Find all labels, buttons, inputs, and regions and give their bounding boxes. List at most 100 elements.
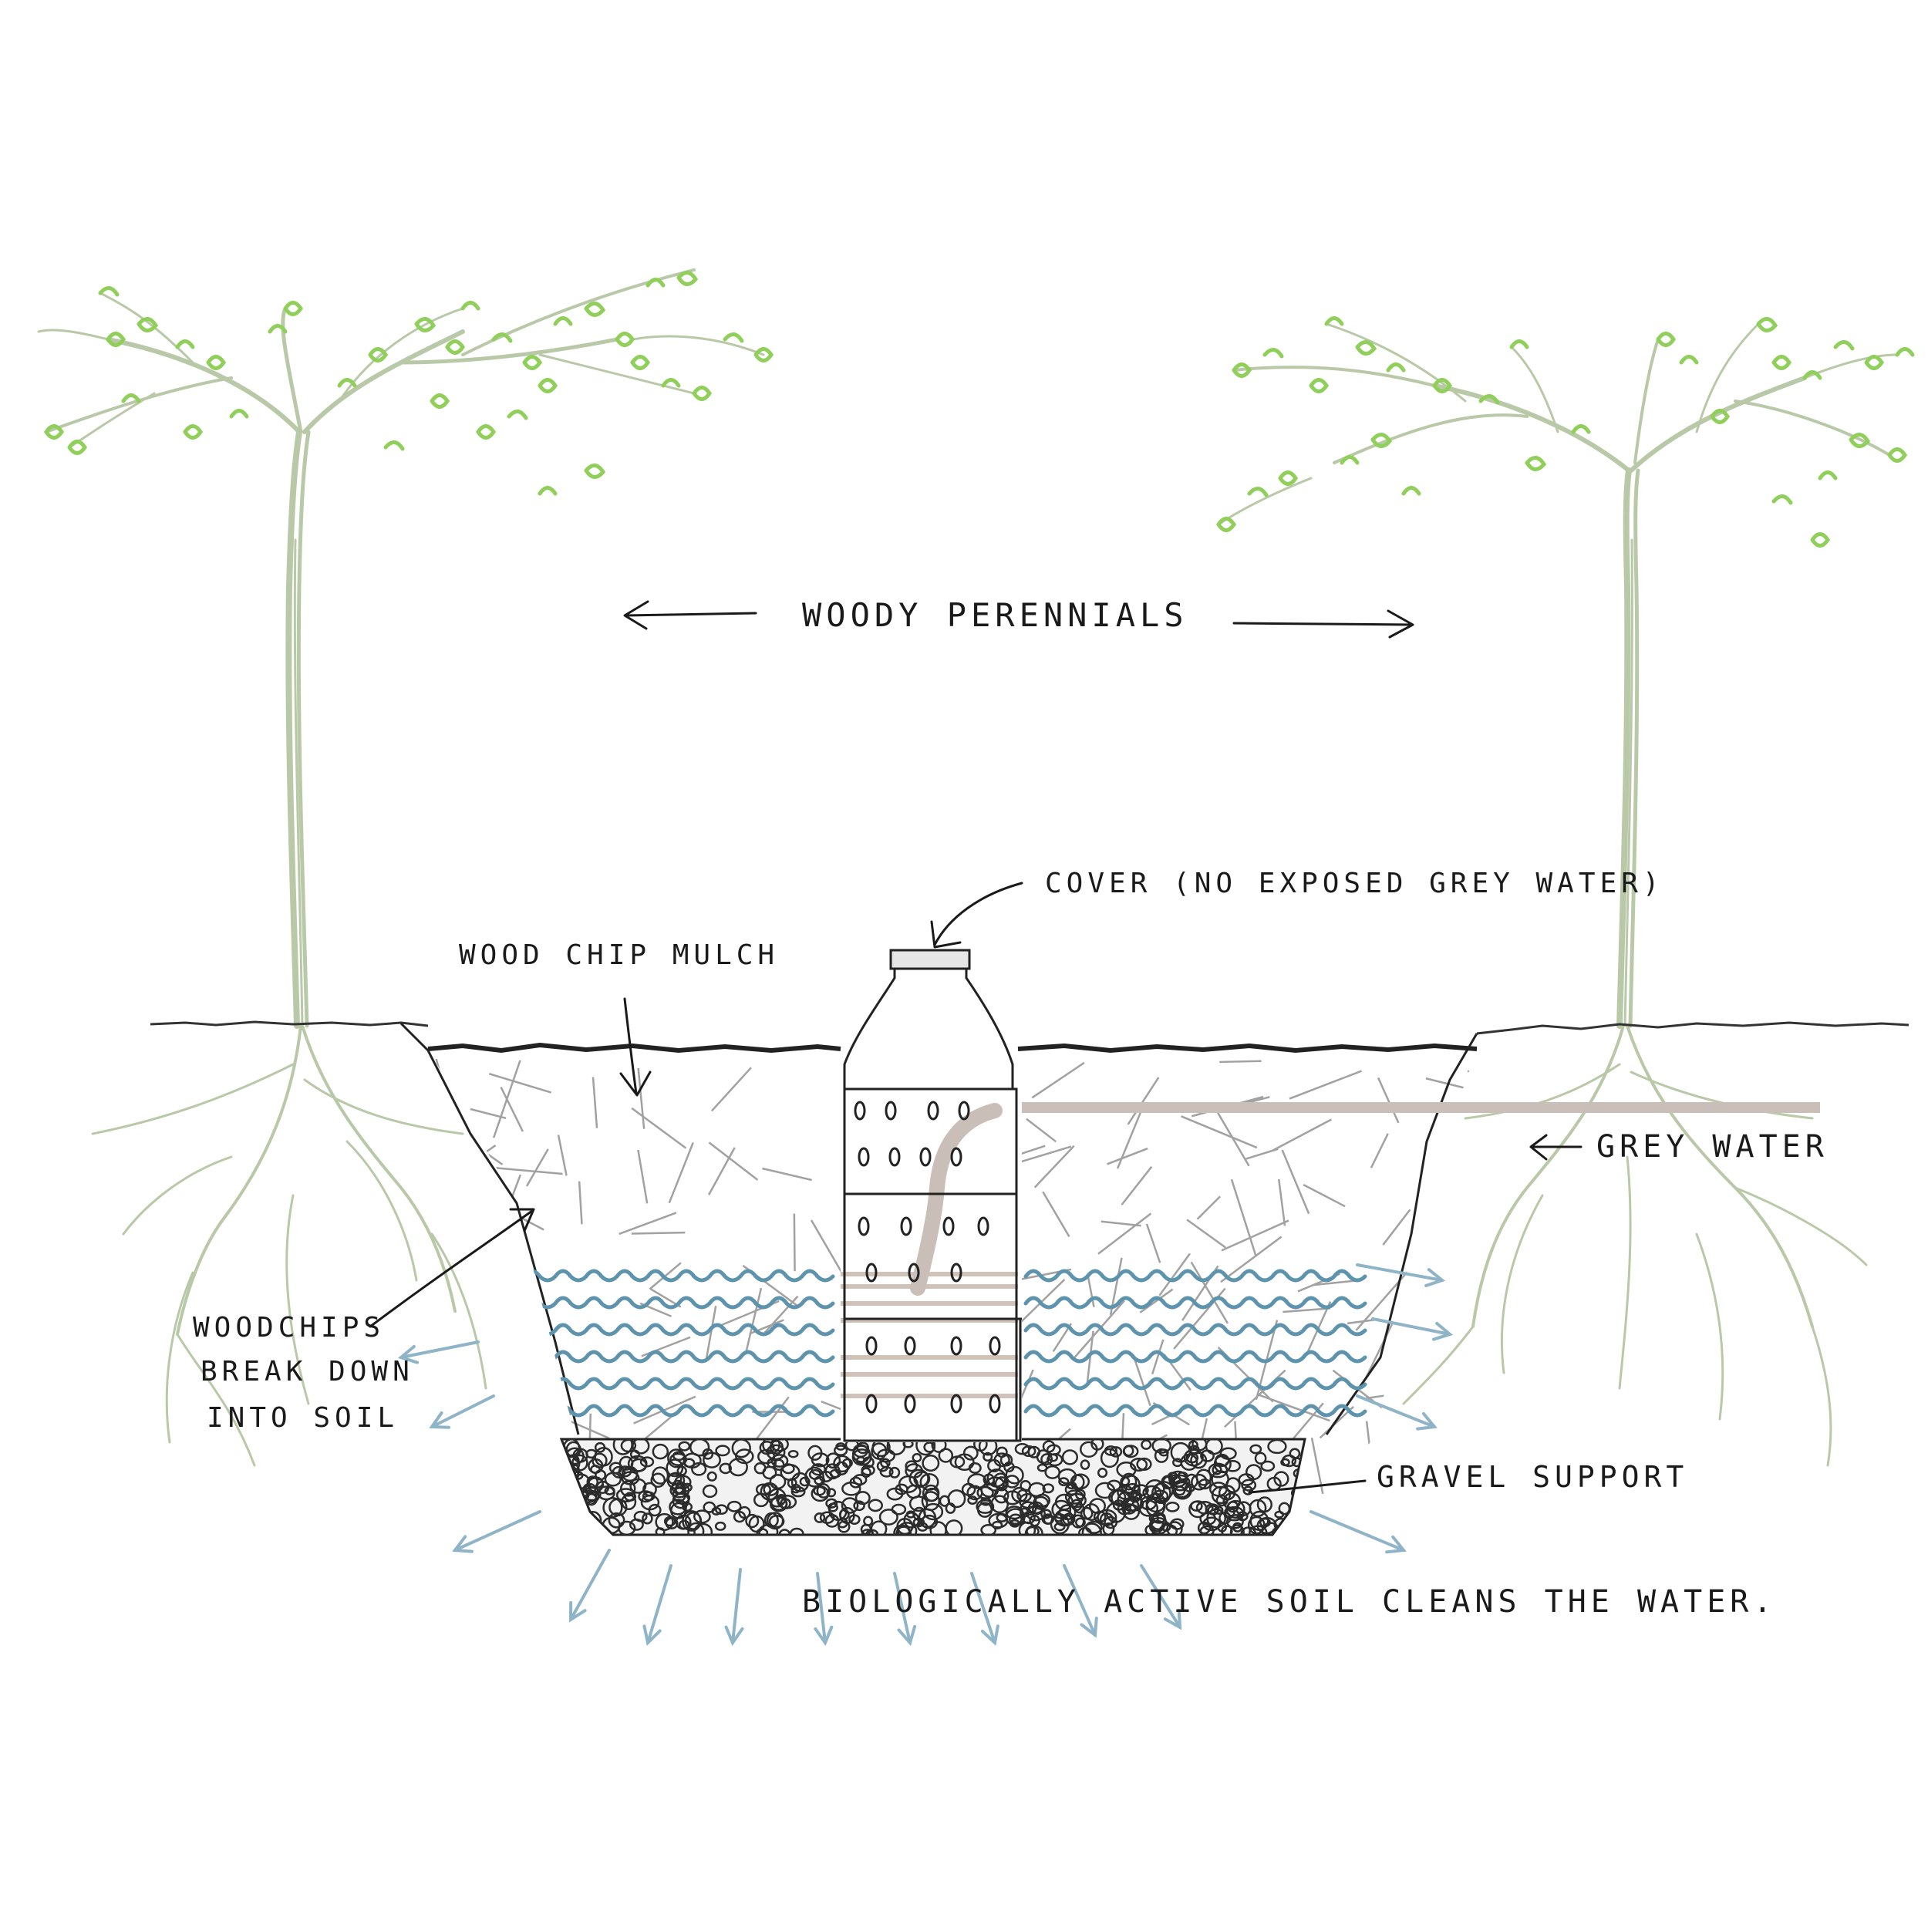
woodchip-stroke	[639, 1068, 644, 1129]
gravel-pebble	[574, 1510, 582, 1518]
woodchip-stroke	[1128, 1077, 1159, 1124]
label-woodchip-mulch: WOOD CHIP MULCH	[459, 939, 779, 971]
seepage-arrow	[455, 1512, 540, 1552]
gravel-pebble	[1284, 1521, 1297, 1534]
woodchip-stroke	[632, 1108, 686, 1148]
woodchip-stroke	[401, 1408, 435, 1482]
mulch-surface	[428, 1045, 1477, 1050]
seepage-arrow	[1311, 1512, 1404, 1552]
woodchip-stroke	[443, 1152, 473, 1159]
cover-arrow-icon	[932, 883, 1022, 947]
label-biological: BIOLOGICALLY ACTIVE SOIL CLEANS THE WATE…	[802, 1584, 1776, 1620]
woodchip-stroke	[487, 1167, 562, 1174]
water-wave	[524, 1352, 833, 1361]
woodchip-stroke	[712, 1067, 751, 1111]
arrow-right-icon	[1234, 611, 1413, 637]
gravel-pebble	[569, 1511, 578, 1519]
woodchip-stroke	[1453, 1307, 1472, 1368]
ground-line-left	[150, 1022, 428, 1026]
water-wave	[524, 1271, 833, 1280]
woodchip-stroke	[1383, 1209, 1410, 1245]
woodchip-stroke	[1026, 1119, 1056, 1141]
ground-line-right	[1477, 1023, 1909, 1033]
woodchip-stroke	[1279, 1179, 1285, 1226]
label-cover: COVER (NO EXPOSED GREY WATER)	[1045, 868, 1664, 899]
woodchip-stroke	[1454, 1141, 1469, 1177]
water-wave	[524, 1325, 833, 1334]
bottle-cover	[891, 950, 969, 969]
woodchip-stroke	[1426, 1360, 1461, 1387]
label-grey-water: GREY WATER	[1596, 1129, 1829, 1165]
woodchip-stroke	[1214, 1106, 1249, 1166]
label-gravel-support: GRAVEL SUPPORT	[1377, 1460, 1688, 1494]
gravel-pebble	[585, 1526, 594, 1532]
water-wave	[1026, 1271, 1365, 1280]
woodchip-stroke	[501, 1175, 521, 1225]
woodchip-stroke	[709, 1148, 735, 1195]
gravel-layer	[560, 1435, 1305, 1543]
seepage-arrow	[432, 1396, 494, 1428]
grey-water-arrow-icon	[1531, 1135, 1581, 1159]
woodchip-stroke	[1366, 1322, 1393, 1377]
gravel-pebble	[1291, 1505, 1302, 1514]
water-wave	[1026, 1379, 1365, 1388]
woodchip-stroke	[1366, 1392, 1411, 1398]
woodchip-stroke	[482, 1162, 493, 1219]
woodchip-stroke	[1197, 1196, 1220, 1219]
woodchip-stroke	[1272, 1119, 1331, 1150]
woodchip-stroke	[1289, 1071, 1362, 1099]
woodchip-stroke	[1181, 1116, 1257, 1148]
woodchip-stroke	[593, 1077, 597, 1128]
water-wave	[1026, 1325, 1365, 1334]
woodchip-stroke	[1404, 1365, 1434, 1419]
woodchip-stroke	[634, 1397, 696, 1424]
gravel-pebble	[562, 1485, 575, 1496]
pit-wall-right	[1326, 1033, 1477, 1435]
woodchip-stroke	[1018, 1147, 1071, 1163]
woodchip-stroke	[501, 1412, 575, 1440]
seepage-arrow	[571, 1550, 609, 1620]
woodchip-stroke	[476, 1337, 500, 1385]
woodchip-stroke	[811, 1220, 841, 1272]
woodchip-stroke	[1367, 1421, 1376, 1497]
water-wave	[524, 1298, 833, 1307]
gravel-pebble	[560, 1491, 575, 1506]
woodchip-stroke	[489, 1074, 551, 1092]
woodchip-stroke	[1303, 1185, 1345, 1206]
label-woodchips-line3: INTO SOIL	[207, 1402, 399, 1434]
woodchip-stroke	[1147, 1224, 1160, 1263]
woodchip-stroke	[1122, 1167, 1152, 1205]
woodchip-stroke	[1219, 1061, 1261, 1062]
gravel-pebble	[1295, 1530, 1305, 1539]
woodchip-stroke	[1283, 1308, 1330, 1312]
woodchip-stroke	[638, 1150, 647, 1203]
seepage-arrow	[1357, 1396, 1434, 1429]
woodchip-stroke	[1107, 1148, 1148, 1164]
seepage-arrow	[644, 1566, 671, 1643]
woodchip-stroke	[1222, 1220, 1289, 1250]
woodchip-stroke	[1098, 1213, 1151, 1253]
gravel-pebble	[569, 1520, 578, 1528]
woodchip-stroke	[762, 1168, 811, 1180]
woodchip-stroke	[1187, 1219, 1225, 1247]
label-woodchips-line2: BREAK DOWN	[201, 1356, 414, 1387]
woodchip-stroke	[1378, 1077, 1398, 1122]
label-woody-perennials: WOODY PERENNIALS	[802, 596, 1188, 634]
woodchip-stroke	[442, 1354, 510, 1397]
woodchip-stroke	[527, 1301, 543, 1354]
woodchips-arrow-icon	[370, 1209, 534, 1327]
woodchip-stroke	[527, 1149, 548, 1186]
woodchip-stroke	[1101, 1222, 1141, 1226]
seepage-arrow	[726, 1570, 743, 1643]
woodchip-stroke	[794, 1214, 795, 1272]
perforated-bottle-icon	[841, 950, 1022, 1442]
woodchip-stroke	[479, 1293, 526, 1334]
woodchip-stroke	[1140, 1290, 1172, 1313]
woodchip-stroke	[632, 1232, 686, 1233]
woodchip-stroke	[669, 1143, 693, 1203]
arrow-left-icon	[625, 602, 756, 629]
woodchip-stroke	[1043, 1192, 1069, 1236]
woodchip-stroke	[1032, 1063, 1084, 1097]
